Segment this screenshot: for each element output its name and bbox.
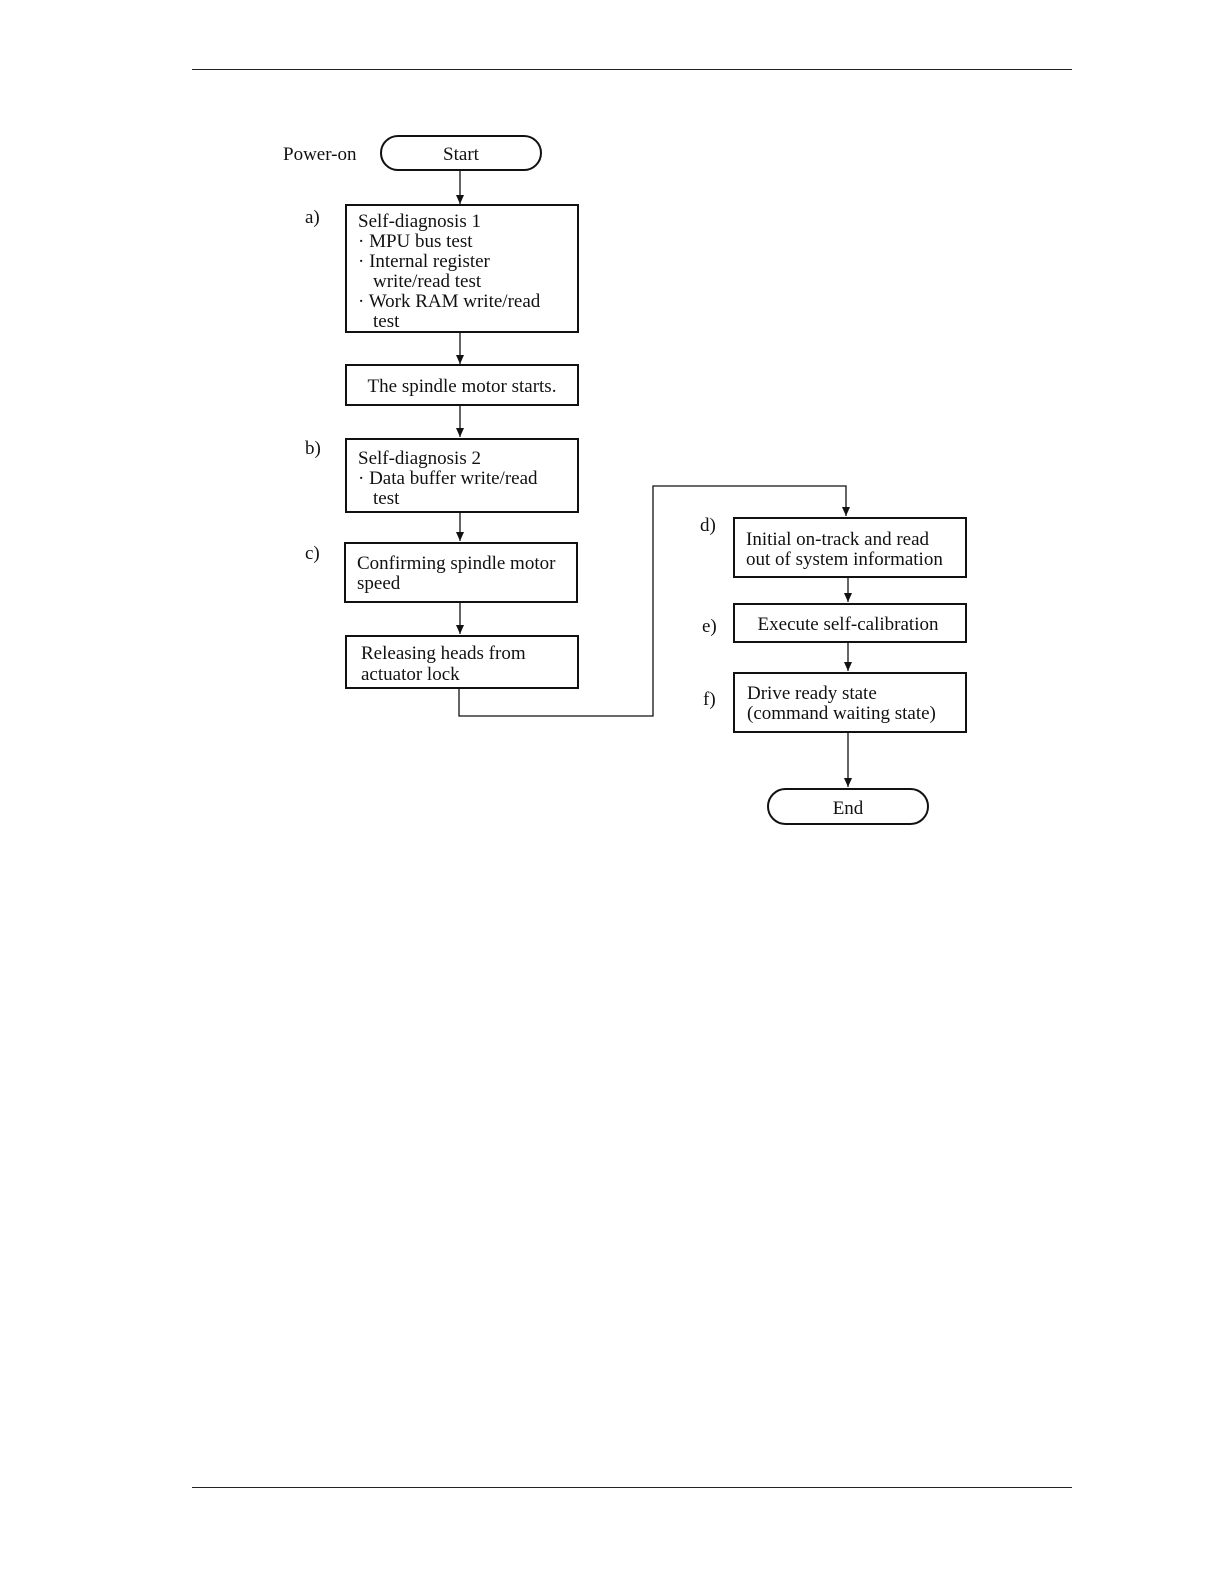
step-e-marker: e) — [702, 616, 717, 637]
step-d-line: Initial on-track and read — [746, 529, 930, 550]
release-heads-box: Releasing heads from actuator lock — [345, 635, 579, 689]
step-a-line: Self-diagnosis 1 — [358, 211, 481, 232]
step-f-box: Drive ready state (command waiting state… — [733, 672, 967, 733]
release-heads-line: Releasing heads from — [361, 643, 526, 664]
power-on-label: Power-on — [283, 144, 357, 165]
step-f-line: Drive ready state — [747, 683, 877, 704]
step-b-line: test — [373, 488, 400, 509]
step-c-line: Confirming spindle motor — [357, 553, 556, 574]
step-c-line: speed — [357, 573, 401, 594]
step-e-label: Execute self-calibration — [758, 614, 939, 635]
spindle-start-box: The spindle motor starts. — [345, 364, 579, 406]
step-d-line: out of system information — [746, 549, 943, 570]
step-d-box: Initial on-track and read out of system … — [733, 517, 967, 578]
step-d-marker: d) — [700, 515, 716, 536]
step-f-marker: f) — [703, 689, 716, 710]
step-b-line: Self-diagnosis 2 — [358, 448, 481, 469]
step-b-box: Self-diagnosis 2 · Data buffer write/rea… — [345, 438, 579, 513]
step-e-box: Execute self-calibration — [733, 603, 967, 643]
step-a-line: test — [373, 311, 400, 332]
step-a-line: write/read test — [373, 271, 482, 292]
header-rule — [192, 69, 1072, 70]
end-terminal: End — [767, 788, 929, 825]
footer-rule — [192, 1487, 1072, 1488]
step-c-box: Confirming spindle motor speed — [344, 542, 578, 603]
step-c-marker: c) — [305, 543, 320, 564]
step-b-line: · Data buffer write/read — [358, 468, 538, 489]
step-a-marker: a) — [305, 207, 320, 228]
spindle-start-label: The spindle motor starts. — [368, 376, 557, 397]
step-a-line: · Internal register — [358, 251, 491, 272]
step-a-line: · Work RAM write/read — [358, 291, 541, 312]
release-heads-line: actuator lock — [361, 664, 460, 685]
start-terminal: Start — [380, 135, 542, 171]
step-b-marker: b) — [305, 438, 321, 459]
start-label: Start — [443, 144, 480, 165]
step-a-line: · MPU bus test — [358, 231, 473, 252]
connector-release-to-d — [458, 485, 850, 717]
step-a-box: Self-diagnosis 1 · MPU bus test · Intern… — [345, 204, 579, 333]
step-f-line: (command waiting state) — [747, 703, 936, 724]
end-label: End — [833, 798, 864, 819]
